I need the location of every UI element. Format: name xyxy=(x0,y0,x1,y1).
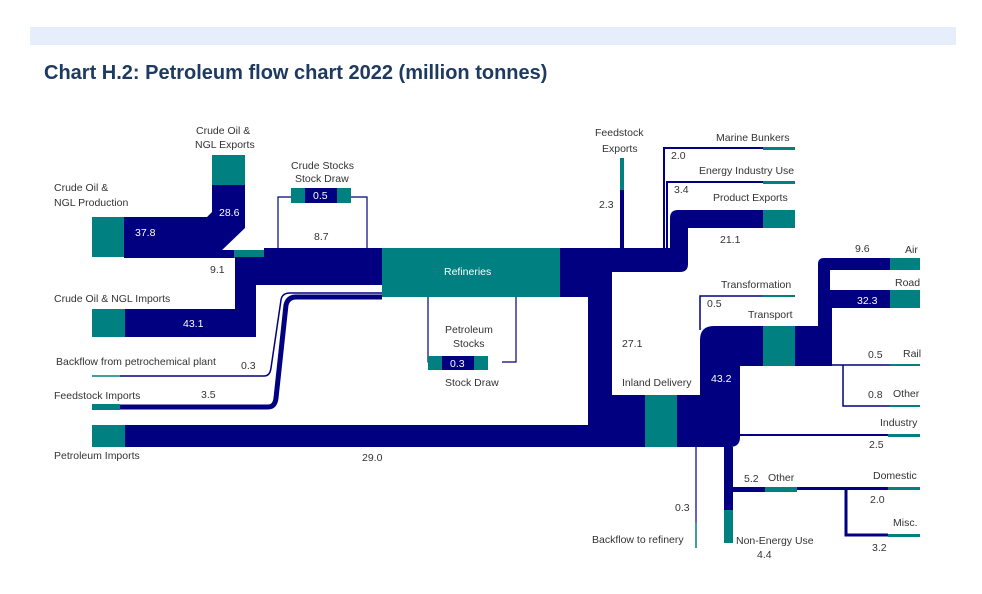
node-crude-exports xyxy=(212,155,245,185)
label-product-exports: Product Exports xyxy=(713,192,788,204)
header-banner xyxy=(30,27,956,45)
value-other: 5.2 xyxy=(744,473,759,485)
value-rail: 0.5 xyxy=(868,349,883,361)
value-transport: 43.2 xyxy=(711,373,732,385)
flow-petroleum-imports xyxy=(92,425,645,447)
value-transformation: 0.5 xyxy=(707,298,722,310)
value-product-exports: 21.1 xyxy=(720,234,741,246)
value-industry: 2.5 xyxy=(869,439,884,451)
label-transport: Transport xyxy=(748,309,793,321)
label-feedstock-exports: Feedstock xyxy=(595,127,644,139)
value-energy-industry-use: 3.4 xyxy=(674,184,689,196)
label-rail: Rail xyxy=(903,348,921,360)
label-marine-bunkers: Marine Bunkers xyxy=(716,132,790,144)
label-petroleum-stocks-2: Stocks xyxy=(453,338,485,350)
value-crude-imports: 43.1 xyxy=(183,318,204,330)
label-inland-delivery: Inland Delivery xyxy=(622,377,692,389)
label-crude-stocks-2: Stock Draw xyxy=(295,173,349,185)
label-misc: Misc. xyxy=(893,517,918,529)
label-crude-imports: Crude Oil & NGL Imports xyxy=(54,293,170,305)
label-petroleum-stocks: Petroleum xyxy=(445,324,493,336)
label-crude-exports: Crude Oil & xyxy=(196,125,250,137)
flow-backflow-petrochemical xyxy=(92,292,382,377)
value-crude-stocks: 0.5 xyxy=(313,190,328,202)
label-air: Air xyxy=(905,244,918,256)
label-crude-exports-2: NGL Exports xyxy=(195,139,255,151)
value-road: 32.3 xyxy=(857,295,878,307)
label-petroleum-imports: Petroleum Imports xyxy=(54,450,140,462)
value-backflow-petrochem: 0.3 xyxy=(241,360,256,372)
label-stock-draw: Stock Draw xyxy=(445,377,499,389)
value-feedstock-exports: 2.3 xyxy=(599,199,614,211)
label-crude-production-2: NGL Production xyxy=(54,197,128,209)
node-crude-stocks xyxy=(277,188,368,250)
label-backflow-refinery: Backflow to refinery xyxy=(592,534,684,546)
value-crude-to-refinery: 8.7 xyxy=(314,231,329,243)
value-crude-production: 37.8 xyxy=(135,227,156,239)
label-transport-other: Other xyxy=(893,388,920,400)
value-domestic: 2.0 xyxy=(870,494,885,506)
flow-crude-to-refineries xyxy=(92,248,382,337)
chart-title: Chart H.2: Petroleum flow chart 2022 (mi… xyxy=(44,62,548,84)
flow-refinery-outputs xyxy=(560,147,795,297)
node-petroleum-stocks xyxy=(427,297,517,370)
value-petroleum-imports: 29.0 xyxy=(362,452,383,464)
label-non-energy-use: Non-Energy Use xyxy=(736,535,814,547)
flow-transport xyxy=(699,258,920,407)
value-to-inland: 27.1 xyxy=(622,338,643,350)
label-feedstock-imports: Feedstock Imports xyxy=(54,390,140,402)
label-transformation: Transformation xyxy=(721,279,791,291)
label-domestic: Domestic xyxy=(873,470,917,482)
flow-feedstock-imports xyxy=(92,294,382,410)
label-road: Road xyxy=(895,277,920,289)
value-backflow-refinery: 0.3 xyxy=(675,502,690,514)
label-feedstock-exports-2: Exports xyxy=(602,143,638,155)
value-crude-exports: 28.6 xyxy=(219,207,240,219)
value-feedstock-imports: 3.5 xyxy=(201,389,216,401)
value-crude-remainder: 9.1 xyxy=(210,264,225,276)
label-refineries: Refineries xyxy=(444,266,491,278)
value-misc: 3.2 xyxy=(872,542,887,554)
flow-to-inland-delivery xyxy=(588,272,763,447)
label-crude-stocks: Crude Stocks xyxy=(291,160,354,172)
flow-crude-production xyxy=(92,155,264,258)
value-transport-other: 0.8 xyxy=(868,389,883,401)
label-industry: Industry xyxy=(880,417,918,429)
value-non-energy-use: 4.4 xyxy=(757,549,772,561)
value-petroleum-stocks: 0.3 xyxy=(450,358,465,370)
label-other: Other xyxy=(768,472,795,484)
label-energy-industry-use: Energy Industry Use xyxy=(699,165,794,177)
label-backflow-petrochem: Backflow from petrochemical plant xyxy=(56,356,216,368)
flow-other-uses xyxy=(695,434,920,548)
value-air: 9.6 xyxy=(855,243,870,255)
node-refineries xyxy=(382,248,560,297)
value-marine-bunkers: 2.0 xyxy=(671,150,686,162)
label-crude-production: Crude Oil & xyxy=(54,182,108,194)
